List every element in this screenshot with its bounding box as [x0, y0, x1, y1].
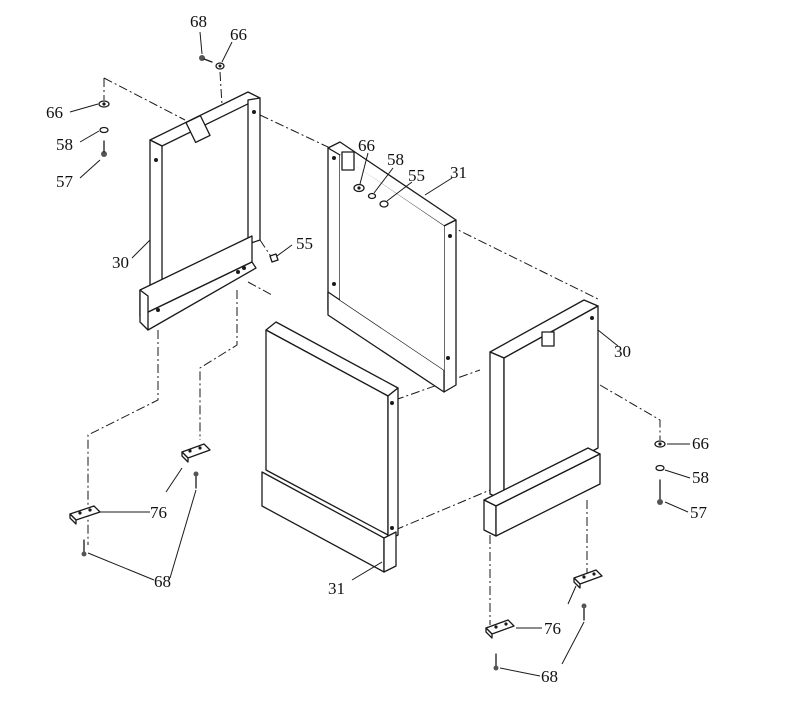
- foot-76-right-lower: [485, 619, 515, 639]
- label-front-panel-31: 31: [328, 579, 345, 598]
- screw-68-upper-left: [193, 471, 199, 489]
- label-foot-76-right: 76: [544, 619, 561, 638]
- front-panel: [261, 321, 399, 573]
- label-nut-55-left: 55: [296, 234, 313, 253]
- label-lockwasher-58-right: 58: [692, 468, 709, 487]
- lockwasher-58-right: [655, 464, 665, 472]
- lockwasher-58-back: [367, 192, 377, 200]
- label-washer-66-top: 66: [230, 25, 247, 44]
- label-side-panel-30-right: 30: [614, 342, 631, 361]
- label-washer-66-left: 66: [46, 103, 63, 122]
- assembly-centerlines: [87, 71, 661, 625]
- label-nut-55-back: 55: [408, 166, 425, 185]
- screw-68-right-upper: [581, 603, 587, 621]
- label-lockwasher-58-left: 58: [56, 135, 73, 154]
- label-lockwasher-58-back: 58: [387, 150, 404, 169]
- screw-68-right-lower: [493, 653, 499, 671]
- foot-76-right-upper: [573, 569, 603, 589]
- screw-68-top: [199, 55, 213, 63]
- leader-lines: [69, 31, 691, 677]
- label-screw-68-right: 68: [541, 667, 558, 686]
- label-foot-76-left: 76: [150, 503, 167, 522]
- washer-66-left: [98, 100, 110, 108]
- bolt-57-right: [657, 479, 663, 505]
- label-bolt-57-left: 57: [56, 172, 74, 191]
- foot-76-upper-left: [181, 443, 211, 463]
- washer-66-back: [353, 183, 365, 193]
- label-washer-66-right: 66: [692, 434, 709, 453]
- nut-55-back: [379, 200, 389, 208]
- hardware: [69, 55, 666, 671]
- nut-55-left: [269, 253, 279, 263]
- screw-68-lower-left: [81, 539, 87, 557]
- right-side-panel: [483, 299, 601, 537]
- label-bolt-57-right: 57: [690, 503, 708, 522]
- label-screw-68-top: 68: [190, 12, 207, 31]
- back-panel-frame: [327, 141, 457, 393]
- foot-76-lower-left: [69, 505, 101, 525]
- label-washer-66-back: 66: [358, 136, 375, 155]
- label-back-panel-31: 31: [450, 163, 467, 182]
- washer-66-right: [654, 440, 666, 448]
- washer-66-top: [215, 62, 225, 70]
- bolt-57-left: [101, 140, 107, 157]
- left-side-frame: [139, 91, 261, 331]
- lockwasher-58-left: [99, 126, 109, 134]
- label-side-frame-30-left: 30: [112, 253, 129, 272]
- label-screw-68-left: 68: [154, 572, 171, 591]
- part-labels: 68 66 66 58 57 30 55 66 58 55 31 30 66 5…: [46, 12, 709, 686]
